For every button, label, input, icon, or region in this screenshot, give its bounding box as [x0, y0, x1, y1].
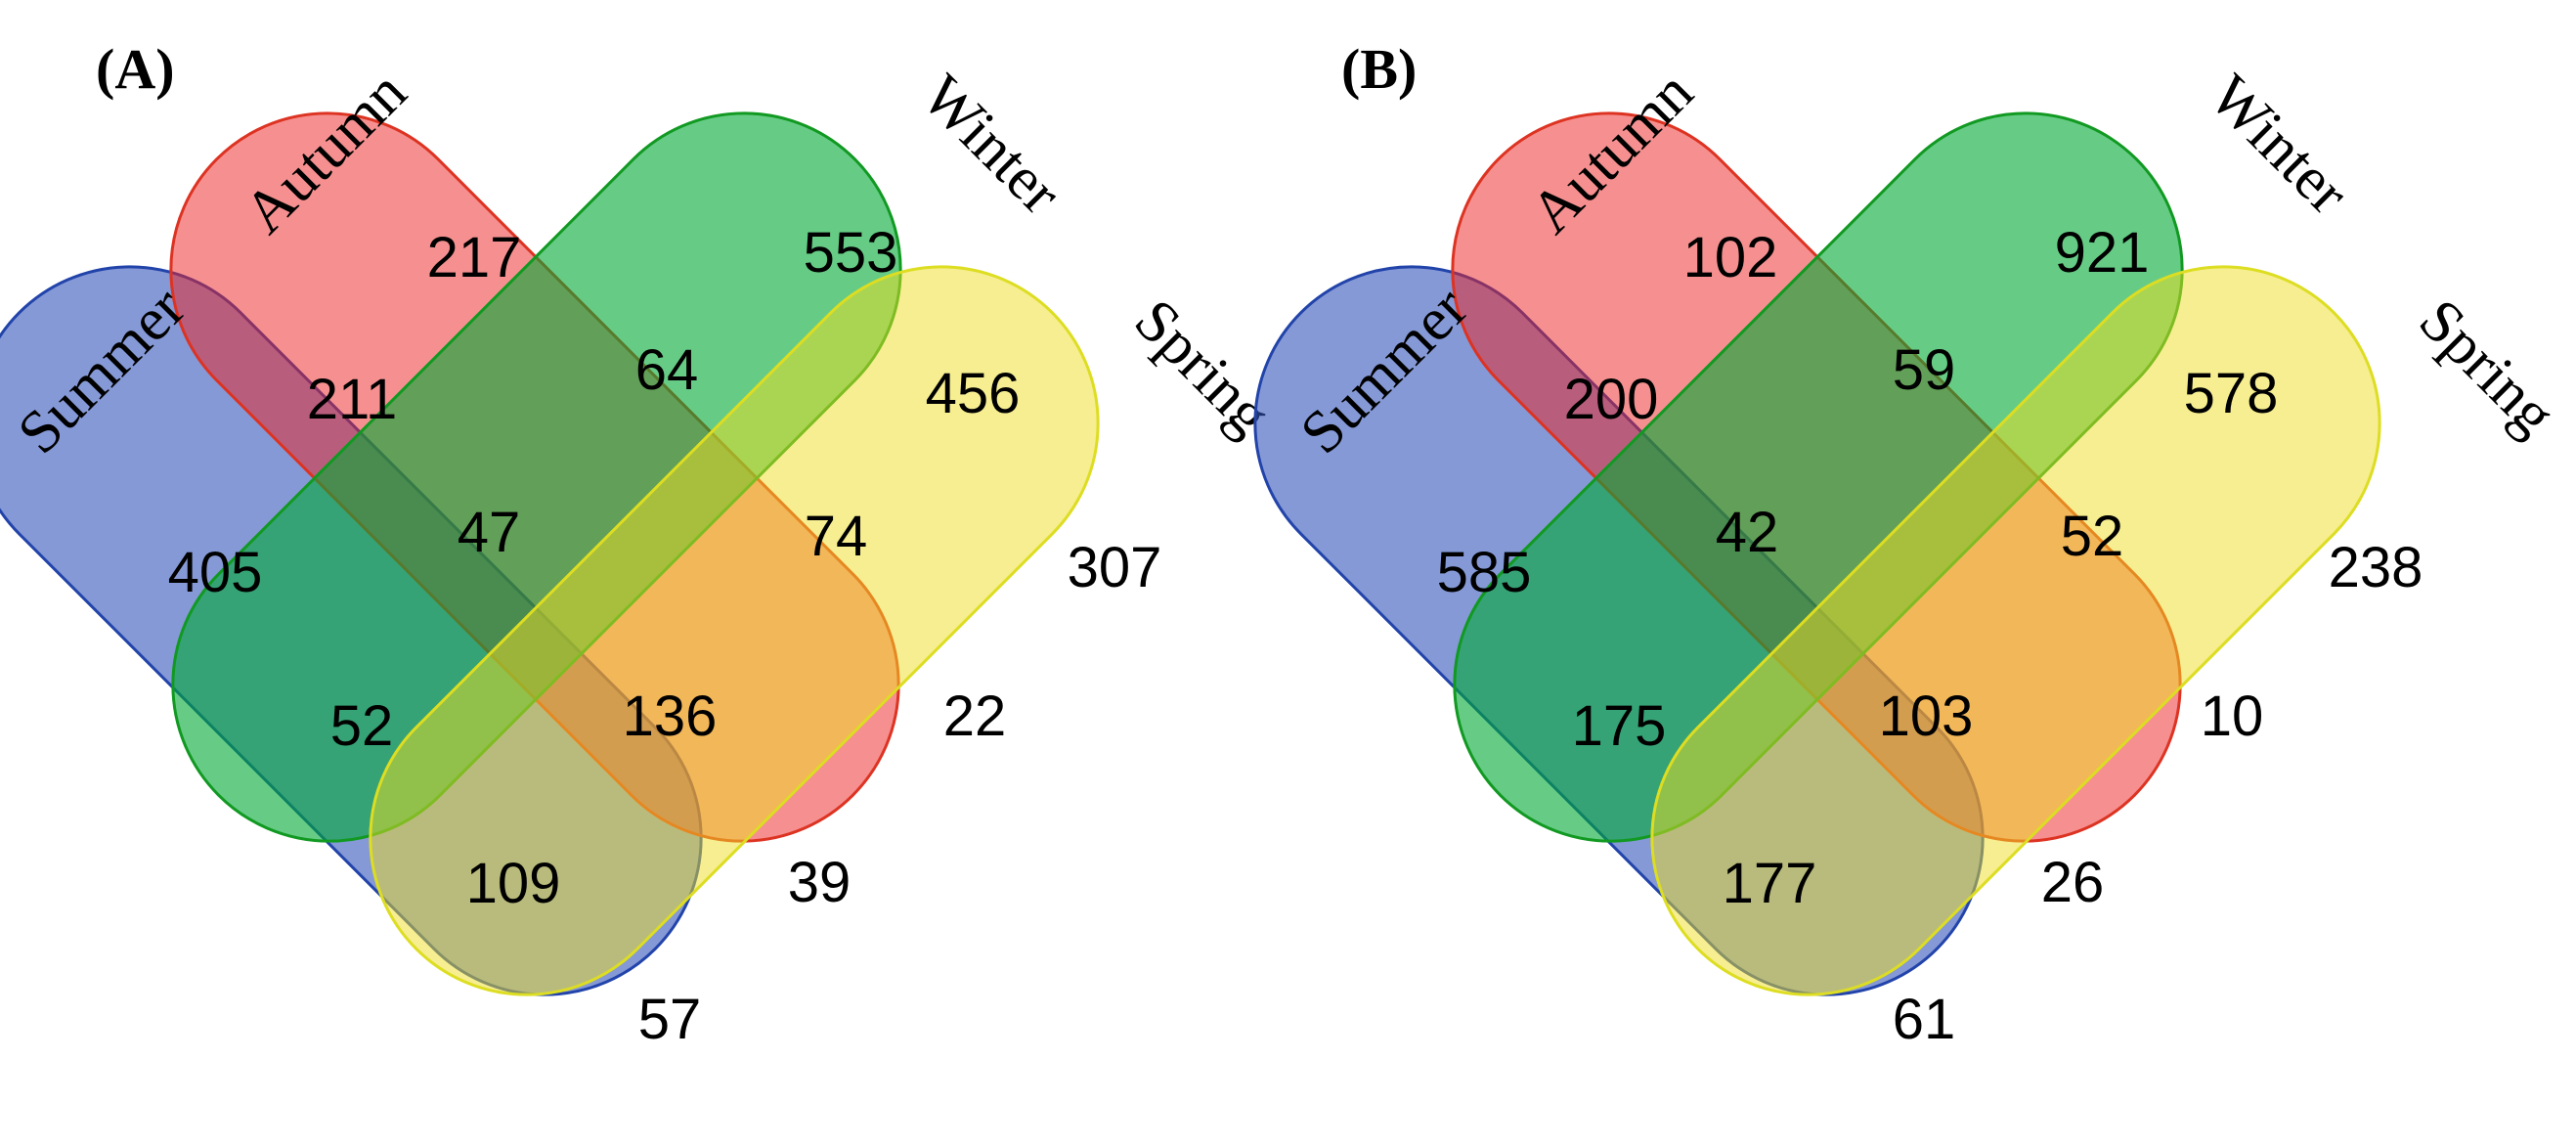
count-summer-autumn-spring-a: 39	[788, 851, 851, 914]
count-summer-only-b: 585	[1437, 541, 1532, 604]
count-autumn-winter-b: 59	[1893, 338, 1956, 402]
count-autumn-only-a: 217	[427, 226, 522, 289]
count-autumn-winter-spring-b: 52	[2061, 505, 2124, 568]
count-summer-spring-b: 61	[1893, 988, 1956, 1051]
set-label-winter-b: Winter	[2197, 63, 2361, 227]
count-autumn-only-b: 102	[1683, 226, 1778, 289]
count-spring-only-b: 238	[2329, 536, 2423, 599]
count-summer-autumn-winter-b: 42	[1716, 501, 1779, 564]
count-summer-autumn-spring-b: 26	[2041, 851, 2105, 914]
count-summer-spring-a: 57	[638, 988, 702, 1051]
count-summer-winter-spring-a: 109	[466, 852, 561, 915]
count-autumn-spring-b: 10	[2201, 684, 2264, 748]
count-winter-spring-a: 456	[926, 362, 1021, 425]
count-autumn-winter-spring-a: 74	[805, 505, 868, 568]
count-summer-winter-b: 175	[1572, 694, 1667, 758]
count-winter-only-a: 553	[804, 221, 898, 285]
count-all-four-a: 136	[623, 684, 718, 748]
count-summer-autumn-winter-a: 47	[458, 501, 521, 564]
venn-panel-b: (B) Summer Autumn Winter Spring 585 102 …	[1189, 37, 2568, 1061]
count-summer-only-a: 405	[168, 541, 263, 604]
count-autumn-spring-a: 22	[943, 684, 1007, 748]
count-winter-spring-b: 578	[2184, 362, 2279, 425]
count-summer-autumn-a: 211	[307, 368, 397, 431]
count-summer-winter-a: 52	[330, 694, 394, 758]
panel-label-b: (B)	[1341, 37, 1417, 101]
count-all-four-b: 103	[1879, 684, 1974, 748]
set-label-winter-a: Winter	[909, 63, 1073, 227]
panel-label-a: (A)	[96, 37, 175, 101]
count-autumn-winter-a: 64	[635, 338, 699, 402]
count-summer-winter-spring-b: 177	[1723, 852, 1817, 915]
count-winter-only-b: 921	[2055, 221, 2150, 285]
set-label-spring-b: Spring	[2407, 287, 2568, 448]
count-summer-autumn-b: 200	[1564, 368, 1659, 431]
count-spring-only-a: 307	[1068, 536, 1162, 599]
venn-panel-a: (A) Summer Autumn Winter Spring 405 217 …	[0, 37, 1284, 1061]
